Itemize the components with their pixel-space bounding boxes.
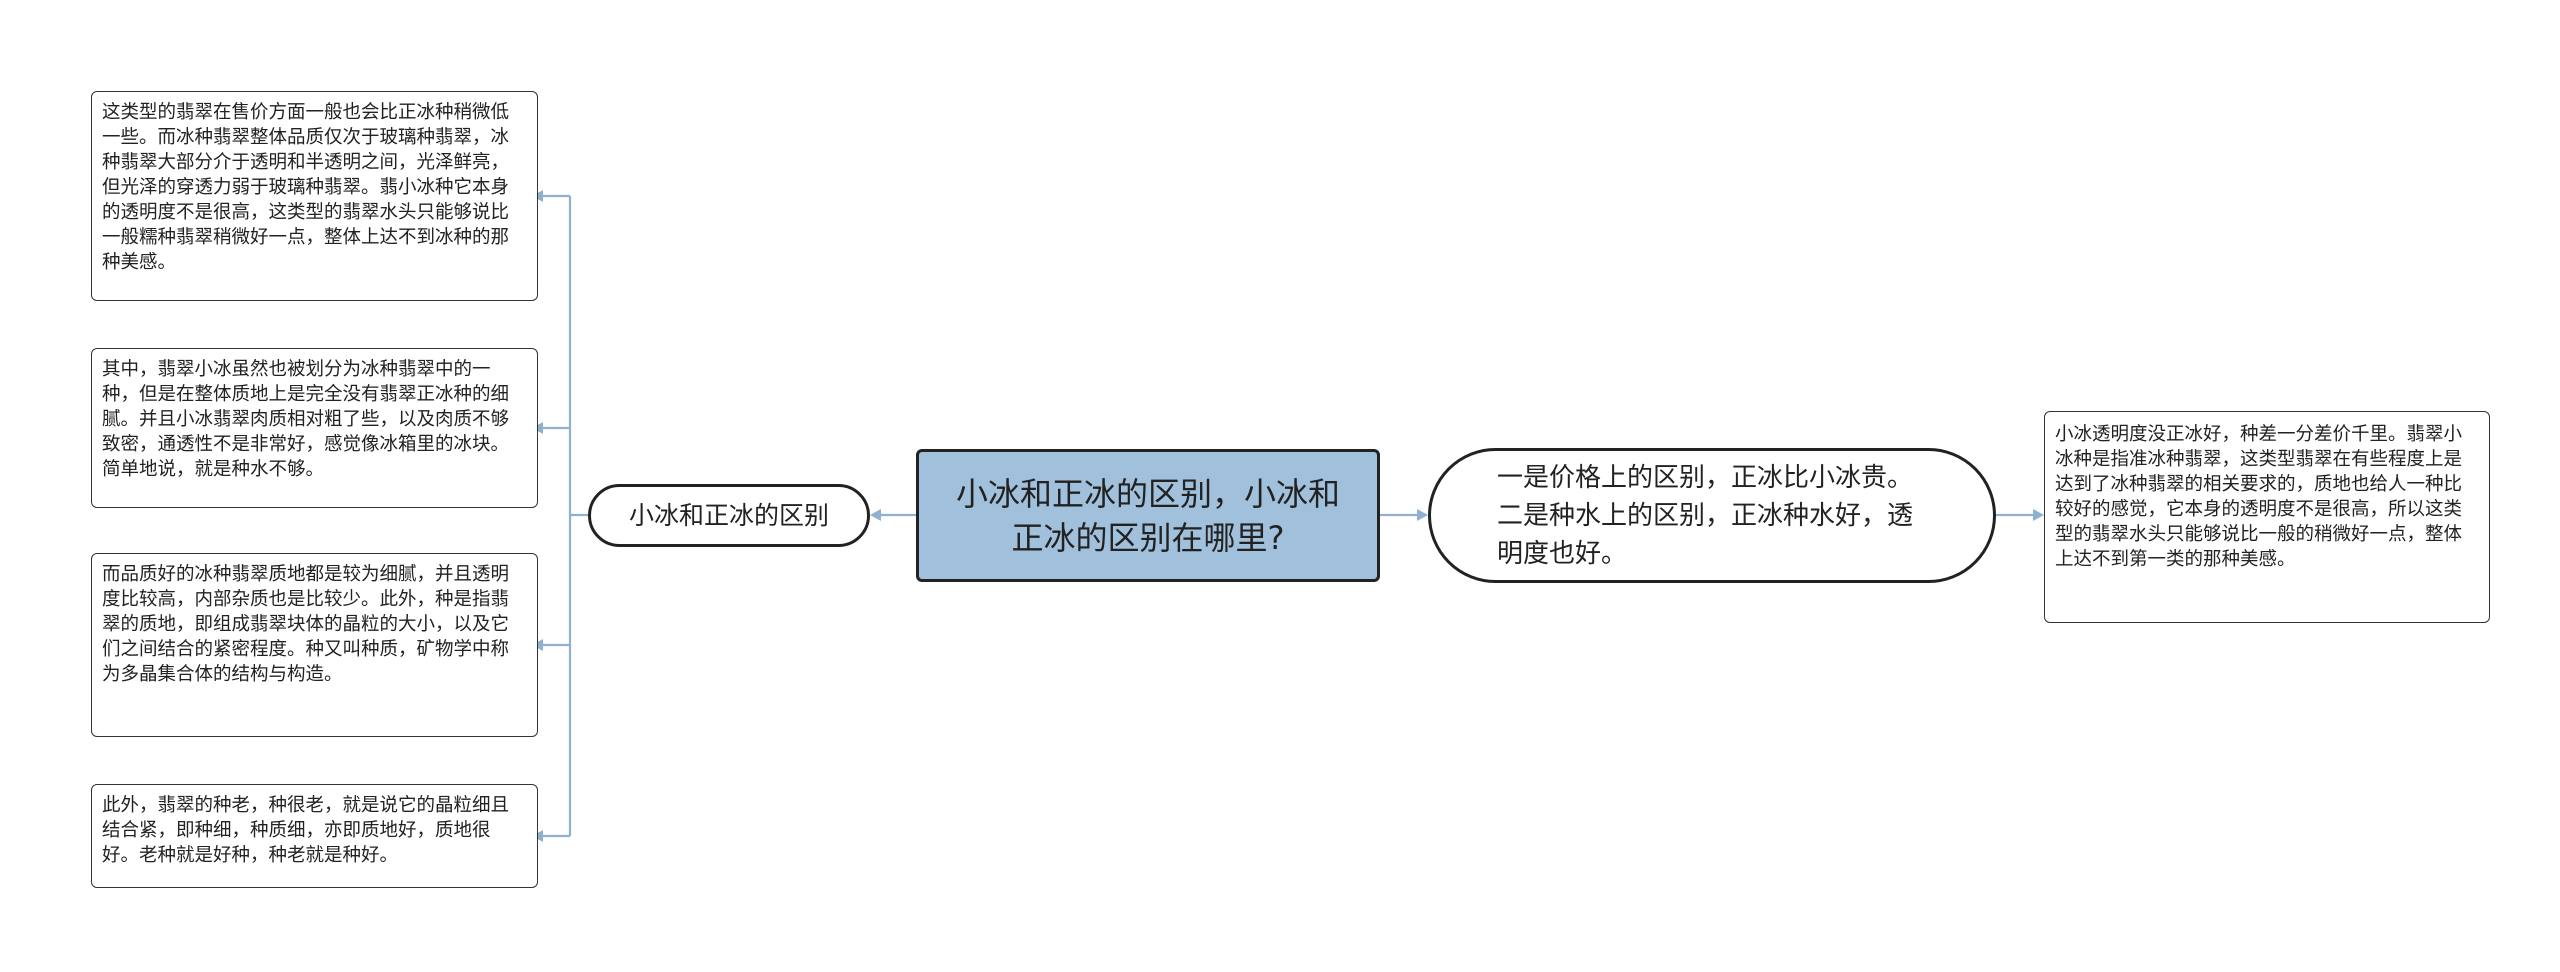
- central-topic[interactable]: 小冰和正冰的区别，小冰和正冰的区别在哪里?: [916, 449, 1380, 582]
- left-branch-label: 小冰和正冰的区别: [628, 500, 829, 530]
- left-leaf-2[interactable]: 其中，翡翠小冰虽然也被划分为冰种翡翠中的一种，但是在整体质地上是完全没有翡翠正冰…: [91, 348, 538, 508]
- left-leaf-2-text: 其中，翡翠小冰虽然也被划分为冰种翡翠中的一种，但是在整体质地上是完全没有翡翠正冰…: [102, 359, 510, 480]
- left-leaf-4[interactable]: 此外，翡翠的种老，种很老，就是说它的晶粒细且结合紧，即种细，种质细，亦即质地好，…: [91, 784, 538, 888]
- right-leaf-text: 小冰透明度没正冰好，种差一分差价千里。翡翠小冰种是指准冰种翡翠，这类型翡翠在有些…: [2055, 424, 2463, 570]
- central-topic-label: 小冰和正冰的区别，小冰和正冰的区别在哪里?: [955, 474, 1340, 557]
- right-branch-label: 一是价格上的区别，正冰比小冰贵。二是种水上的区别，正冰种水好，透明度也好。: [1497, 462, 1914, 569]
- left-branch-topic[interactable]: 小冰和正冰的区别: [588, 484, 870, 547]
- left-leaf-4-text: 此外，翡翠的种老，种很老，就是说它的晶粒细且结合紧，即种细，种质细，亦即质地好，…: [102, 795, 510, 866]
- left-leaf-1[interactable]: 这类型的翡翠在售价方面一般也会比正冰种稍微低一些。而冰种翡翠整体品质仅次于玻璃种…: [91, 91, 538, 301]
- right-branch-topic[interactable]: 一是价格上的区别，正冰比小冰贵。二是种水上的区别，正冰种水好，透明度也好。: [1428, 448, 1996, 583]
- left-leaf-1-text: 这类型的翡翠在售价方面一般也会比正冰种稍微低一些。而冰种翡翠整体品质仅次于玻璃种…: [102, 102, 510, 273]
- left-leaf-3-text: 而品质好的冰种翡翠质地都是较为细腻，并且透明度比较高，内部杂质也是比较少。此外，…: [102, 564, 510, 685]
- left-leaf-3[interactable]: 而品质好的冰种翡翠质地都是较为细腻，并且透明度比较高，内部杂质也是比较少。此外，…: [91, 553, 538, 737]
- right-leaf[interactable]: 小冰透明度没正冰好，种差一分差价千里。翡翠小冰种是指准冰种翡翠，这类型翡翠在有些…: [2044, 411, 2490, 623]
